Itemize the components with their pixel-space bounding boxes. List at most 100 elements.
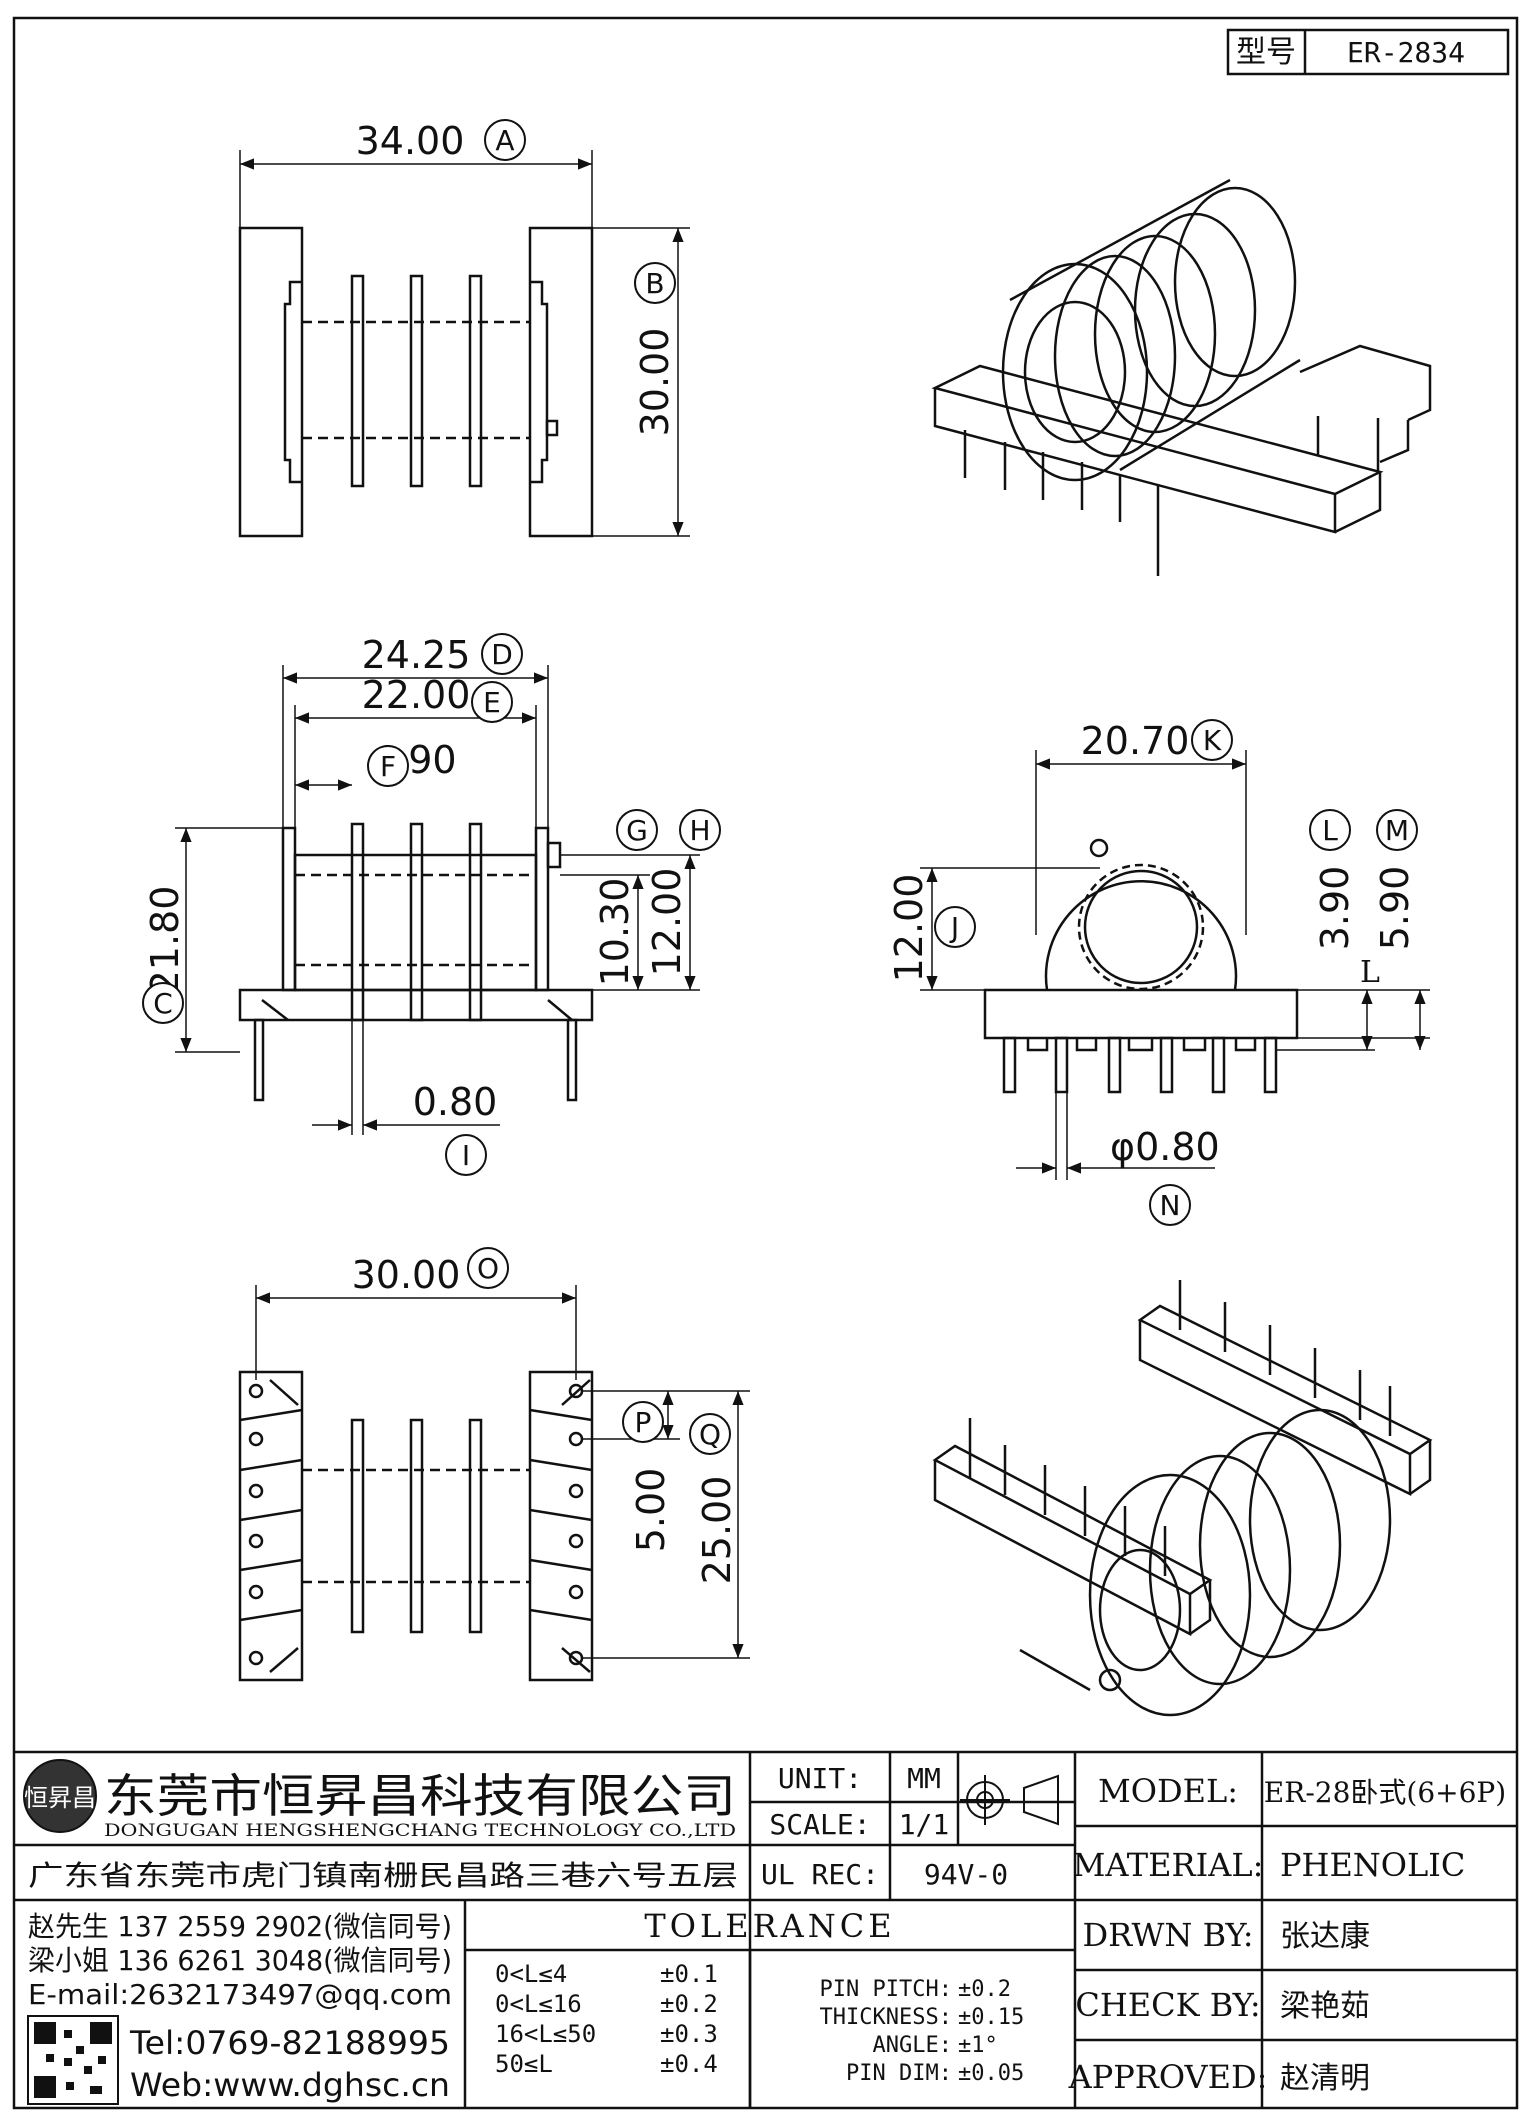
material-value: PHENOLIC — [1280, 1846, 1465, 1884]
marker-circle — [445, 1134, 487, 1176]
marker-d: D — [481, 633, 523, 675]
pin-value-2: ±0.15 — [958, 2005, 1024, 2030]
marker-m: M — [1376, 809, 1418, 851]
marker-circle — [367, 745, 409, 787]
side-note-L: L — [1360, 955, 1380, 990]
marker-g: G — [616, 809, 658, 851]
tol-range-2: 0<L≤16 — [495, 1990, 582, 2018]
qr-code-icon — [27, 2015, 119, 2105]
ulrec-value: 94V-0 — [924, 1858, 1008, 1891]
tol-range-1: 0<L≤4 — [495, 1960, 567, 1988]
marker-circle — [634, 262, 676, 304]
marker-letter: Q — [699, 1418, 721, 1451]
drwn-label: DRWN BY: — [1082, 1916, 1253, 1954]
marker-circle — [481, 633, 523, 675]
marker-f: F — [367, 745, 409, 787]
marker-circle — [471, 681, 513, 723]
header-model-label: 型号 — [1236, 35, 1296, 70]
company-address: 广东省东莞市虎门镇南栅民昌路三巷六号五层 — [28, 1859, 738, 1892]
marker-n: N — [1149, 1184, 1191, 1226]
marker-letter: N — [1160, 1189, 1181, 1222]
approved-label: APPROVED: — [1068, 2058, 1268, 2096]
marker-b: B — [634, 262, 676, 304]
contact-tel: Tel:0769-82188995 — [129, 2024, 450, 2062]
tol-range-3: 16<L≤50 — [495, 2020, 596, 2048]
marker-letter: O — [477, 1252, 499, 1285]
unit-label: UNIT: — [778, 1762, 862, 1795]
side-view — [920, 750, 1430, 1180]
contact-web: Web:www.dghsc.cn — [130, 2066, 450, 2104]
marker-circle — [934, 906, 976, 948]
contact-zhao: 赵先生 137 2559 2902(微信同号) — [28, 1910, 452, 1943]
header-model-box: 型号 ER-2834 — [1226, 28, 1510, 76]
isometric-view-bottom — [932, 1280, 1433, 1717]
dim-I-value: 0.80 — [413, 1080, 498, 1124]
marker-letter: H — [689, 814, 710, 847]
marker-letter: I — [462, 1139, 470, 1172]
marker-h: H — [679, 809, 721, 851]
marker-k: K — [1191, 719, 1233, 761]
front-view — [175, 665, 700, 1135]
sheet-border — [12, 16, 1519, 2110]
tolerance-title: TOLERANCE — [644, 1907, 895, 1945]
tol-value-2: ±0.2 — [660, 1990, 718, 2018]
model-value: ER-28卧式(6+6P) — [1264, 1776, 1506, 1809]
marker-circle — [1376, 809, 1418, 851]
pin-label-1: PIN PITCH: — [820, 1977, 952, 2002]
dim-O-value: 30.00 — [352, 1253, 461, 1297]
marker-q: Q — [689, 1413, 731, 1455]
pin-value-3: ±1° — [958, 2033, 998, 2058]
marker-letter: L — [1322, 814, 1338, 847]
marker-letter: G — [626, 814, 648, 847]
dim-P-value: 5.00 — [629, 1468, 673, 1553]
dim-A-value: 34.00 — [356, 119, 465, 163]
marker-letter: K — [1203, 724, 1222, 757]
pin-value-1: ±0.2 — [958, 1977, 1011, 2002]
scale-value: 1/1 — [899, 1808, 950, 1841]
marker-circle — [142, 982, 184, 1024]
isometric-view-top — [931, 178, 1432, 576]
marker-letter: P — [635, 1406, 652, 1439]
marker-circle — [689, 1413, 731, 1455]
dim-J-value: 12.00 — [887, 874, 931, 983]
marker-j: J — [934, 906, 976, 948]
marker-p: P — [622, 1401, 664, 1443]
pin-label-2: THICKNESS: — [820, 2005, 952, 2030]
tol-value-1: ±0.1 — [660, 1960, 718, 1988]
marker-letter: F — [380, 750, 396, 783]
marker-circle — [616, 809, 658, 851]
dim-Q-value: 25.00 — [695, 1476, 739, 1585]
model-label: MODEL: — [1098, 1772, 1238, 1810]
dim-B-value: 30.00 — [633, 328, 677, 437]
company-name-en: DONGUGAN HENGSHENGCHANG TECHNOLOGY CO.,L… — [104, 1821, 736, 1841]
dim-M-value: 5.90 — [1373, 866, 1417, 951]
logo-lettering: 恒昇昌 — [24, 1784, 96, 1812]
marker-letter: B — [645, 267, 664, 300]
check-label: CHECK BY: — [1075, 1986, 1260, 2024]
dim-C-value: 21.80 — [143, 886, 187, 995]
drwn-value: 张达康 — [1280, 1919, 1370, 1954]
dim-D-value: 24.25 — [362, 633, 471, 677]
tol-value-4: ±0.4 — [660, 2050, 718, 2078]
material-label: MATERIAL: — [1073, 1846, 1264, 1884]
marker-circle — [467, 1247, 509, 1289]
check-value: 梁艳茹 — [1280, 1989, 1370, 2024]
tol-value-3: ±0.3 — [660, 2020, 718, 2048]
marker-letter: J — [949, 911, 959, 944]
marker-circle — [1309, 809, 1351, 851]
ulrec-label: UL REC: — [761, 1858, 879, 1891]
tol-range-4: 50≤L — [495, 2050, 553, 2078]
top-view — [238, 150, 690, 538]
approved-value: 赵清明 — [1280, 2061, 1370, 2096]
pin-label-3: ANGLE: — [873, 2033, 952, 2058]
dim-N-value: φ0.80 — [1110, 1125, 1220, 1169]
marker-letter: A — [495, 124, 514, 157]
marker-letter: C — [153, 987, 173, 1020]
title-block — [14, 1750, 1517, 2108]
unit-value: MM — [907, 1762, 941, 1795]
bottom-view — [238, 1285, 750, 1682]
marker-a: A — [484, 119, 526, 161]
marker-letter: E — [483, 686, 501, 719]
marker-o: O — [467, 1247, 509, 1289]
